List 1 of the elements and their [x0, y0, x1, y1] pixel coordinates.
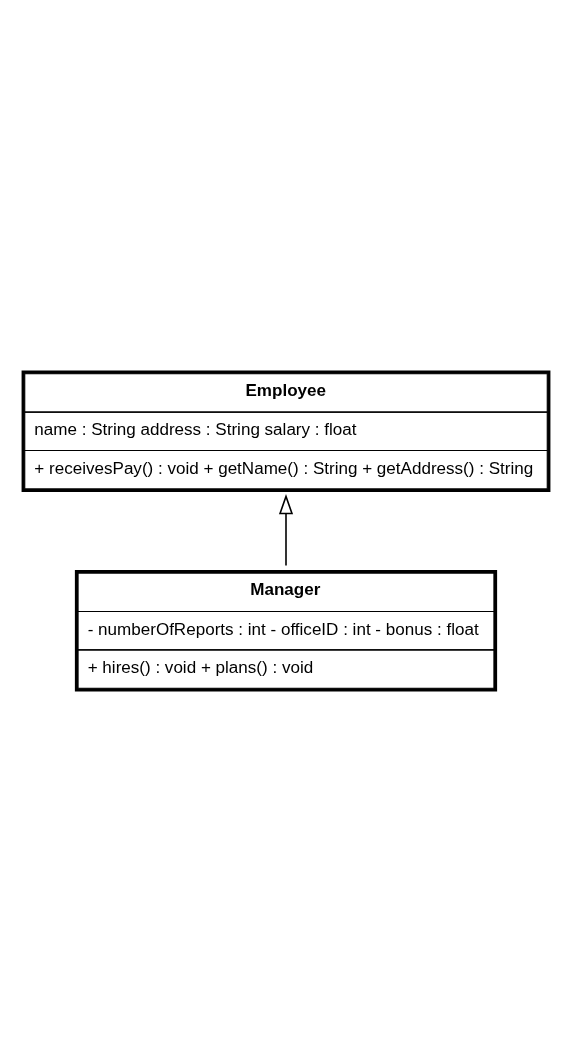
arrow: [278, 494, 294, 567]
